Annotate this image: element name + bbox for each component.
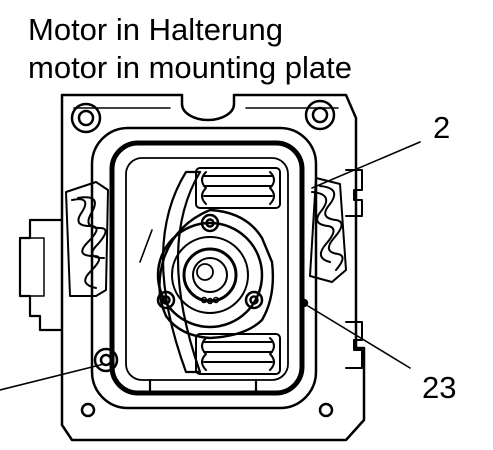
callout-23: 23	[422, 370, 457, 405]
title-german: Motor in Halterung	[28, 12, 284, 47]
leader-line-left	[0, 363, 105, 391]
title-english: motor in mounting plate	[28, 50, 352, 85]
bottom-tab	[148, 378, 258, 396]
corner-screw-top-right	[304, 99, 336, 131]
occlusion-shoe	[162, 170, 202, 374]
callout-23-dot	[299, 298, 309, 308]
motor-shaft-inner	[192, 257, 228, 293]
rotor-outer-ring	[156, 221, 264, 329]
motor-shaft-hub	[182, 247, 238, 303]
mounting-hole-bottom-right	[318, 402, 334, 418]
right-tab-upper	[345, 169, 363, 217]
lower-spring-clamp	[195, 333, 281, 375]
rotor-screw-right	[244, 290, 264, 310]
pressure-frame-inner	[125, 157, 289, 381]
rotor-screw-top	[200, 213, 220, 233]
rotor-housing	[158, 208, 275, 340]
pump-housing-outer	[90, 126, 318, 410]
mounting-plate	[60, 93, 366, 442]
left-connector	[18, 218, 64, 332]
mounting-hole-bottom-left	[80, 402, 96, 418]
upper-spring-clamp	[195, 167, 281, 209]
rotor-small-holes	[200, 296, 220, 305]
motor-shaft	[196, 263, 214, 281]
leader-line-2	[311, 141, 421, 189]
leader-line-23	[307, 305, 411, 369]
corner-screw-top-left	[70, 102, 102, 134]
callout-2: 2	[433, 110, 451, 145]
right-tab-lower	[345, 321, 363, 369]
rotor-middle-ring	[171, 236, 249, 314]
left-spring-pack	[65, 181, 109, 297]
right-spring-pack	[309, 177, 347, 283]
rotor-screw-left	[156, 290, 176, 310]
